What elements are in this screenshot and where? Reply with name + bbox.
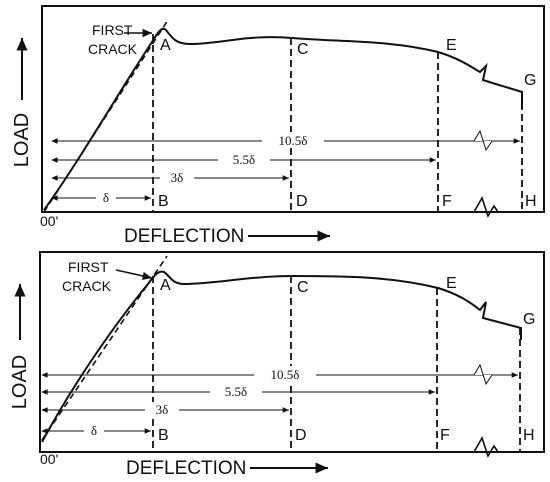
- y-axis-label: LOAD: [11, 113, 33, 167]
- origin-label: 00': [40, 451, 58, 467]
- first-crack-arrow: [115, 269, 153, 281]
- span-break-symbol: [473, 129, 493, 152]
- point-label-g: G: [524, 72, 536, 89]
- point-label-e: E: [446, 37, 457, 54]
- point-label-f: F: [442, 193, 452, 210]
- panel-top: LOAD DEFLECTION FIRST CRACK 10.5δ 5.5δ 3…: [11, 5, 545, 247]
- first-crack-label: FIRST: [68, 259, 109, 275]
- load-deflection-curve: [43, 27, 523, 211]
- x-axis-label: DEFLECTION: [124, 226, 244, 247]
- span-label-10.5delta: 10.5δ: [279, 133, 308, 148]
- load-deflection-curve: [41, 270, 522, 443]
- point-label-e: E: [446, 275, 457, 292]
- span-label-5.5delta: 5.5δ: [233, 152, 255, 167]
- point-label-d: D: [296, 193, 308, 210]
- point-label-h: H: [525, 193, 537, 210]
- point-label-c: C: [297, 41, 309, 58]
- x-axis-label: DEFLECTION: [126, 458, 246, 479]
- span-break-symbol: [473, 363, 493, 386]
- first-crack-label: FIRST: [92, 22, 133, 38]
- point-label-b: B: [158, 193, 169, 210]
- first-crack-label-2: CRACK: [88, 41, 138, 57]
- point-label-c: C: [297, 279, 309, 296]
- point-label-a: A: [160, 277, 171, 294]
- first-crack-label-2: CRACK: [62, 278, 112, 294]
- point-label-f: F: [440, 427, 450, 444]
- point-label-h: H: [523, 427, 535, 444]
- point-label-a: A: [160, 37, 171, 54]
- point-label-b: B: [158, 427, 169, 444]
- span-label-delta: δ: [91, 423, 97, 438]
- span-label-5.5delta: 5.5δ: [225, 384, 247, 399]
- axis-break-symbol: [473, 196, 499, 218]
- panel-bottom-frame: [39, 251, 545, 453]
- axis-break-symbol: [473, 436, 499, 458]
- point-label-g: G: [523, 311, 535, 328]
- point-label-d: D: [295, 427, 307, 444]
- span-label-3delta: 3δ: [171, 170, 184, 185]
- panel-bottom: LOAD DEFLECTION FIRST CRACK 10.5δ 5.5δ 3…: [9, 251, 545, 479]
- y-axis-label: LOAD: [9, 355, 31, 409]
- panel-top-frame: [41, 5, 545, 213]
- origin-label: 00': [40, 213, 58, 229]
- span-label-delta: δ: [103, 190, 109, 205]
- span-label-3delta: 3δ: [156, 402, 169, 417]
- span-label-10.5delta: 10.5δ: [271, 367, 300, 382]
